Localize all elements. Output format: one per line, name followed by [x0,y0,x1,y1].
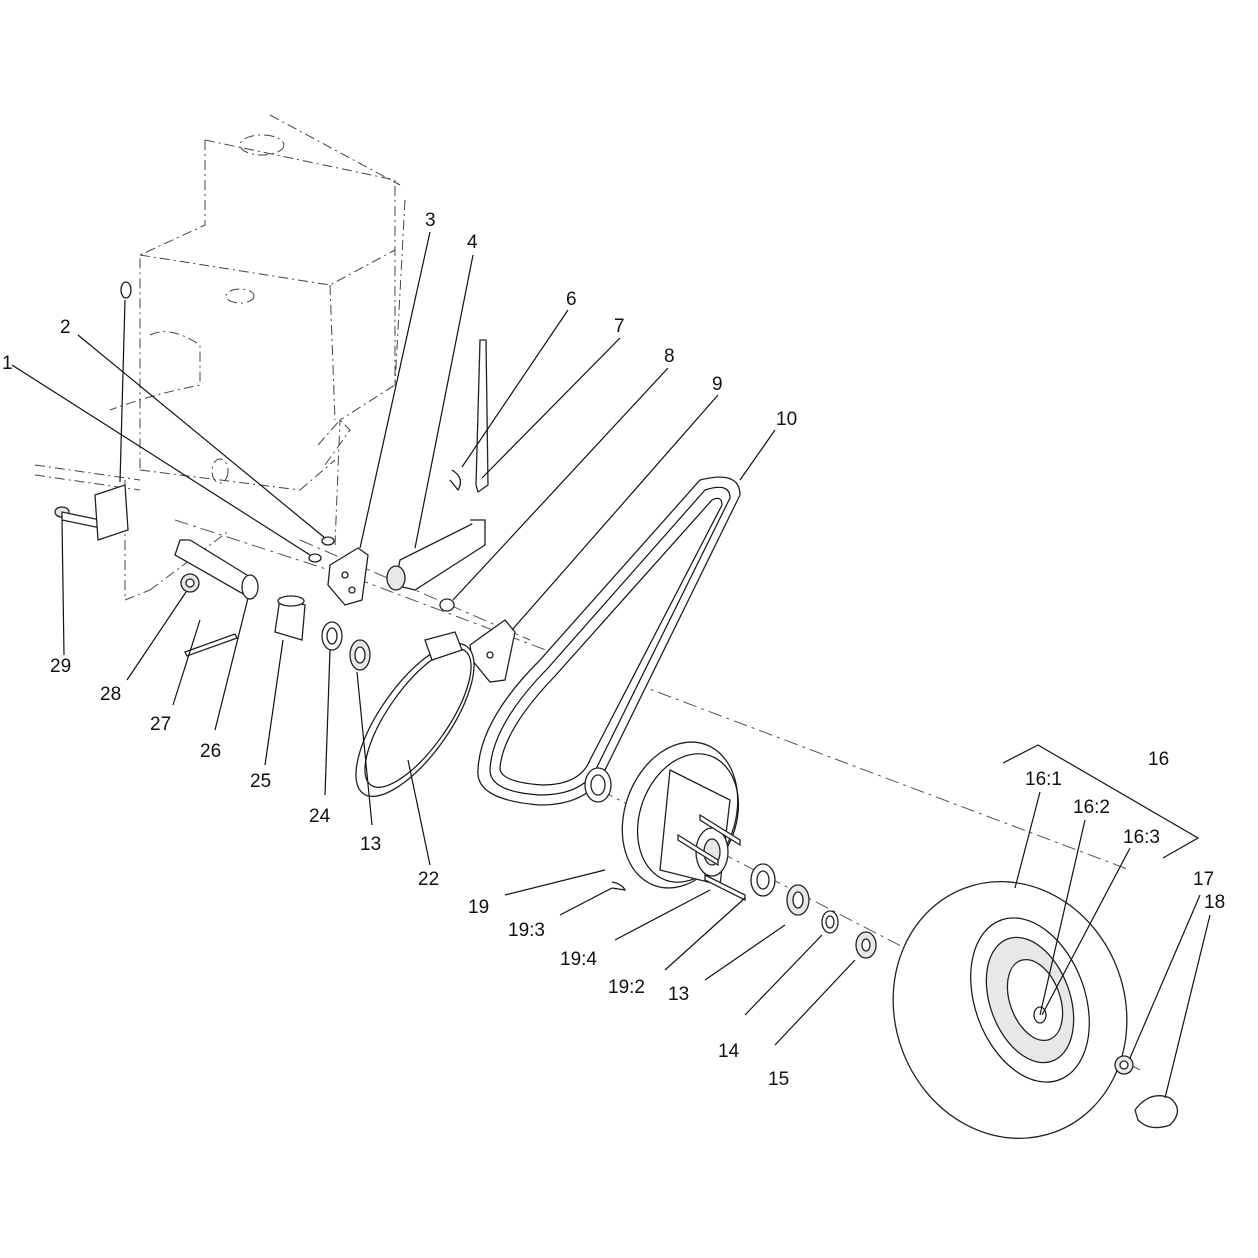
part-nut-28 [180,573,200,593]
callout-3: 3 [425,210,436,231]
part-rod-7 [475,339,489,494]
part-belt-10 [477,476,741,806]
callout-17: 17 [1193,869,1214,890]
callout-13-right: 13 [668,984,689,1005]
part-brake-band-22 [355,631,475,798]
callout-7: 7 [614,316,625,337]
callout-1: 1 [2,353,13,374]
part-plate-3 [327,547,369,606]
callout-8: 8 [664,346,675,367]
callout-15: 15 [768,1069,789,1090]
part-washer-24 [321,621,343,651]
callout-19-4: 19:4 [560,949,597,970]
part-wheel-16 [892,881,1128,1139]
callout-27: 27 [150,714,171,735]
part-pin-27 [184,633,238,657]
part-spacer-25 [274,595,306,641]
part-nut-17 [1114,1055,1134,1075]
part-ring-8 [439,598,455,612]
callout-19-2: 19:2 [608,977,645,998]
callout-2: 2 [60,317,71,338]
assembly-bracket-16 [1002,744,1200,859]
callout-14: 14 [718,1041,740,1062]
callout-4: 4 [467,232,478,253]
frame-phantom [34,114,406,601]
part-washer-14 [821,910,839,934]
callout-24: 24 [309,806,331,827]
part-bearing-13-left [349,639,371,671]
callout-6: 6 [566,289,577,310]
callout-10: 10 [776,409,797,430]
part-clip-1 [308,553,322,563]
callout-labels: 1 2 3 4 6 7 8 9 10 13 13 14 15 16 16:1 1… [2,210,1225,1090]
callout-19-3: 19:3 [508,920,545,941]
part-seal-19-2 [750,863,776,897]
callout-16: 16 [1148,749,1169,770]
callout-9: 9 [712,374,723,395]
callout-16-1: 16:1 [1025,769,1062,790]
part-pin-19-3 [611,881,627,891]
part-sleeve-26 [174,539,259,600]
leader-lines [11,231,1211,1099]
callout-18: 18 [1204,892,1225,913]
part-cotter-6 [449,469,462,492]
callout-28: 28 [100,684,121,705]
part-nut-15 [855,931,877,959]
part-seal [584,767,612,803]
part-plate-9 [469,619,516,683]
callout-19: 19 [468,897,489,918]
part-arm-4 [386,519,486,591]
callout-29: 29 [50,656,71,677]
callout-16-2: 16:2 [1073,797,1110,818]
callout-13-left: 13 [360,834,381,855]
callout-16-3: 16:3 [1123,827,1160,848]
callout-26: 26 [200,741,221,762]
callout-25: 25 [250,771,271,792]
part-cap-18 [1134,1095,1179,1129]
part-bearing-13-right [786,884,810,916]
part-hub-19 [621,741,746,902]
part-bracket-left [94,281,132,541]
part-clip-2 [321,536,335,546]
callout-22: 22 [418,869,439,890]
